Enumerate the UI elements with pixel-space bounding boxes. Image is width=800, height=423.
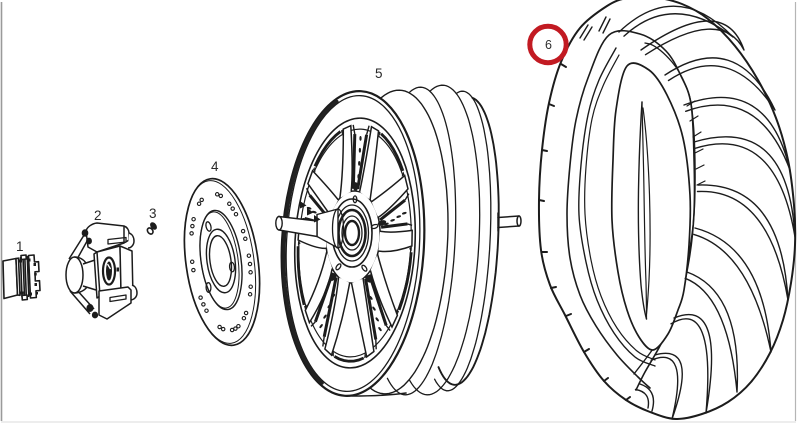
svg-text:3: 3 bbox=[149, 206, 157, 221]
svg-text:5: 5 bbox=[375, 66, 383, 81]
svg-text:6: 6 bbox=[545, 38, 552, 52]
svg-text:4: 4 bbox=[211, 159, 219, 174]
svg-text:2: 2 bbox=[94, 208, 102, 223]
svg-text:1: 1 bbox=[16, 239, 24, 254]
